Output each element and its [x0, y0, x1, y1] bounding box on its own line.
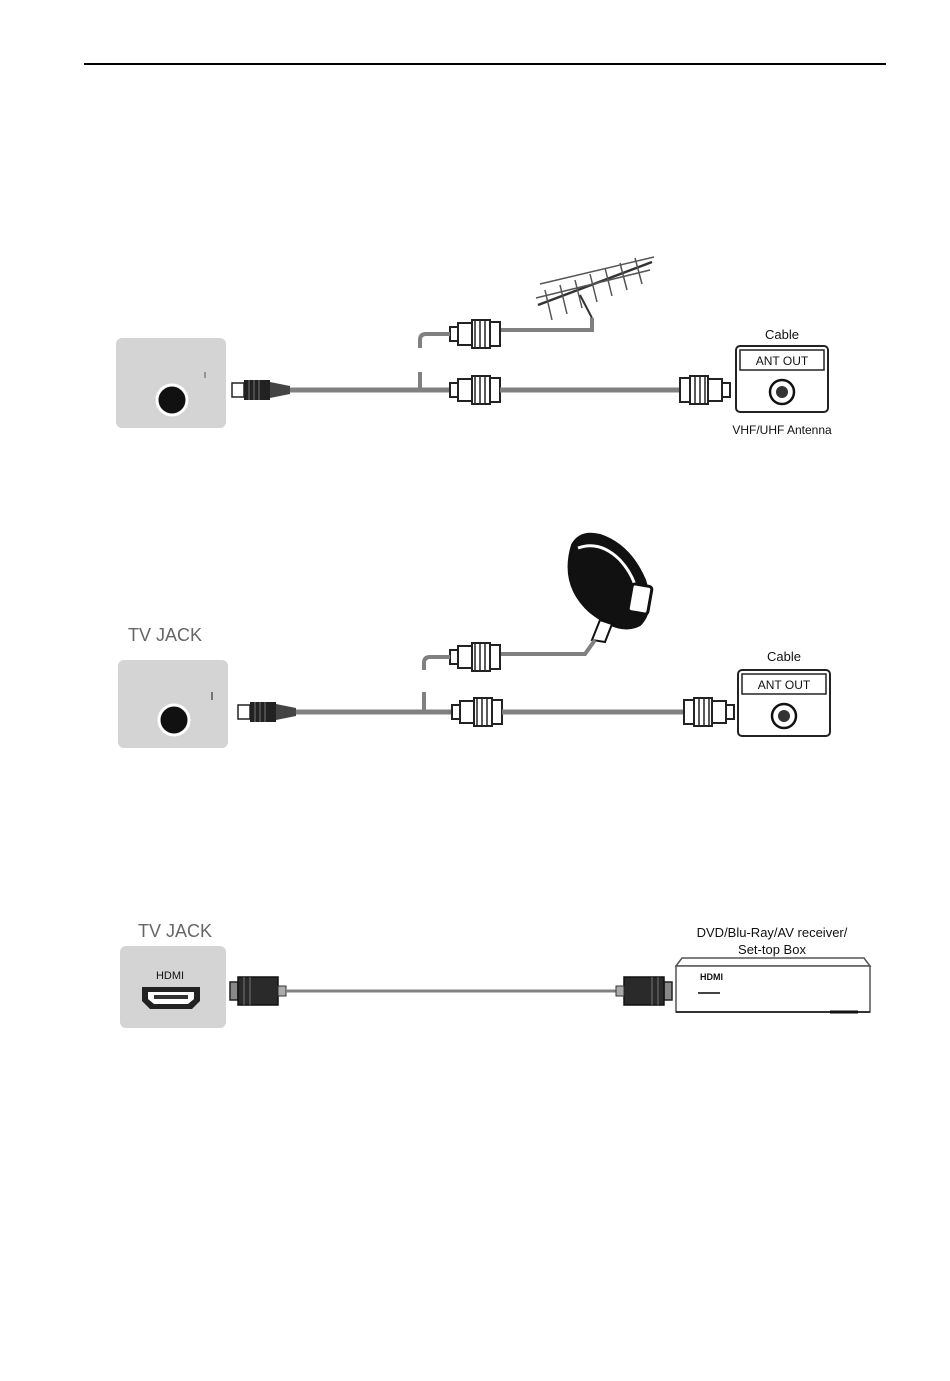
device-port-label: HDMI: [700, 972, 723, 982]
device-caption: VHF/UHF Antenna: [732, 423, 832, 437]
device-title: Cable: [765, 327, 799, 342]
hdmi-connector-icon: [616, 977, 672, 1005]
diagram-satellite: TV JACK Cable ANT OUT: [118, 534, 830, 748]
tv-plug-connector: [238, 702, 296, 722]
jack-port-label: HDMI: [156, 970, 184, 982]
device-title: Cable: [767, 649, 801, 664]
hdmi-port-icon: [142, 987, 200, 1009]
coax-connector-icon: [450, 643, 500, 671]
jack-title: TV JACK: [128, 625, 202, 645]
coax-connector-icon: [680, 376, 730, 404]
coax-connector-icon: [450, 320, 500, 348]
device-title-line2: Set-top Box: [738, 942, 806, 957]
port-label: ANT OUT: [758, 678, 811, 692]
diagram-hdmi: TV JACK HDMI DVD/Blu-Ray/AV receiver/ Se…: [120, 921, 870, 1028]
coax-port-icon: [157, 385, 187, 415]
coax-connector-icon: [450, 376, 500, 404]
tv-plug-connector: [232, 380, 290, 400]
satellite-dish-icon: [569, 534, 653, 642]
coax-connector-icon: [684, 698, 734, 726]
device-title-line1: DVD/Blu-Ray/AV receiver/: [697, 925, 848, 940]
port-label: ANT OUT: [756, 354, 809, 368]
coax-port-icon: [159, 705, 189, 735]
set-top-box-icon: [676, 958, 870, 1012]
coax-connector-icon: [452, 698, 502, 726]
hdmi-connector-icon: [230, 977, 286, 1005]
diagram-antenna: Cable ANT OUT VHF/UHF Antenna: [116, 257, 832, 437]
antenna-icon: [536, 257, 654, 320]
jack-title: TV JACK: [138, 921, 212, 941]
